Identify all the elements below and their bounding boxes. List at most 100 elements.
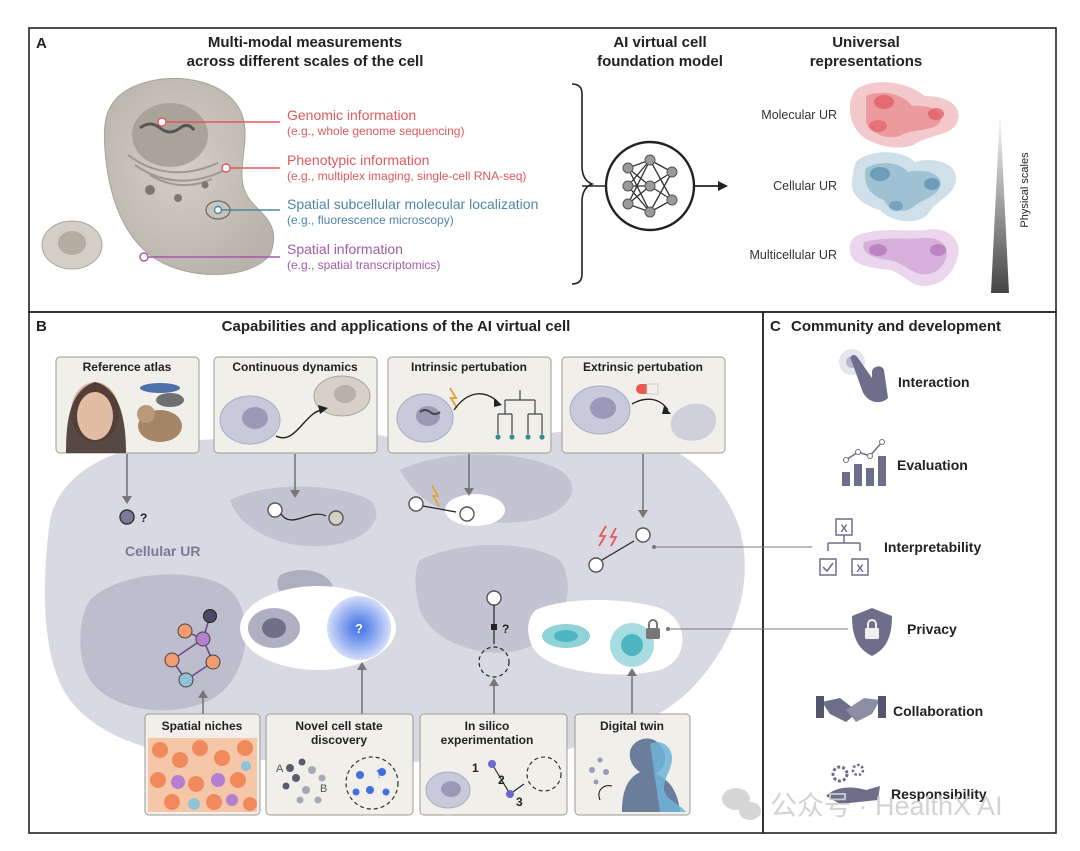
cluster-b-label: B xyxy=(320,783,327,795)
panel-b-letter: B xyxy=(36,318,47,335)
card-digital-twin: Digital twin xyxy=(574,713,691,816)
twin-digital-half xyxy=(650,741,686,812)
intrinsic-perturbation-title: Intrinsic pertubation xyxy=(411,360,527,374)
mouse xyxy=(156,393,184,407)
lightning-icon xyxy=(449,387,458,409)
twin-cell-core xyxy=(554,630,578,642)
spatial-title: Spatial information xyxy=(287,241,403,257)
novel-cell-state xyxy=(327,596,391,660)
model-title-line2: foundation model xyxy=(597,53,723,70)
organelle xyxy=(201,181,209,189)
card-novel-cell-state: Novel cell state discovery A B ? xyxy=(265,713,414,816)
dynamics-start-cell xyxy=(267,502,283,518)
novel-state-question-mark: ? xyxy=(355,621,363,636)
spatial-niche-region xyxy=(80,574,246,711)
card-spatial-niches: Spatial niches xyxy=(144,713,261,816)
card-reference-atlas: Reference atlas xyxy=(55,356,200,454)
in-silico-start-cell xyxy=(486,590,502,606)
lineage-tree-icon xyxy=(497,390,543,434)
output-arrowhead xyxy=(718,181,728,191)
lock-icon xyxy=(646,619,660,639)
atlas-question-mark: ? xyxy=(140,511,147,525)
intrinsic-start-cell xyxy=(408,496,424,512)
panel-a: A Multi-modal measurements across differ… xyxy=(36,34,1031,293)
phenotypic-title: Phenotypic information xyxy=(287,152,429,168)
cellular-ur-blob xyxy=(851,152,957,222)
shield-lock-icon xyxy=(852,608,892,656)
watermark-text: 公众号 · HealthX AI xyxy=(770,791,1003,821)
lightning-icon xyxy=(598,525,618,547)
ur-title-line2: representations xyxy=(810,53,923,70)
macaque-head xyxy=(137,405,155,423)
spatial-marker xyxy=(139,252,149,262)
interaction-label: Interaction xyxy=(898,374,970,390)
subcellular-example: (e.g., fluorescence microscopy) xyxy=(287,213,454,227)
landscape-region xyxy=(230,486,377,547)
subcellular-title: Spatial subcellular molecular localizati… xyxy=(287,196,538,212)
privacy-label: Privacy xyxy=(907,621,957,637)
nucleus xyxy=(132,103,208,167)
check-icon xyxy=(822,562,834,573)
wechat-icon xyxy=(722,788,761,820)
physical-scales-label: Physical scales xyxy=(1019,152,1031,228)
atlas-query-cell xyxy=(119,509,135,525)
small-cell-nucleus xyxy=(58,231,86,255)
evaluation-label: Evaluation xyxy=(897,457,968,473)
subcellular-marker xyxy=(213,205,223,215)
molecular-ur-label: Molecular UR xyxy=(761,108,837,122)
phenotypic-example: (e.g., multiplex imaging, single-cell RN… xyxy=(287,169,526,183)
neural-network-icon xyxy=(604,140,696,232)
panel-b-title: Capabilities and applications of the AI … xyxy=(222,318,571,335)
cellular-ur-map-label: Cellular UR xyxy=(125,543,200,559)
genomic-title: Genomic information xyxy=(287,107,416,123)
brace xyxy=(571,83,595,285)
extrinsic-perturbation-title: Extrinsic pertubation xyxy=(583,360,703,374)
extrinsic-end-cell xyxy=(635,527,651,543)
dna-strand xyxy=(139,122,196,134)
human-skin xyxy=(77,392,113,440)
reference-atlas-title: Reference atlas xyxy=(83,360,172,374)
landscape-region xyxy=(400,454,573,523)
novel-cluster-outline xyxy=(345,756,399,810)
privacy-connector-dot xyxy=(666,627,670,631)
dynamics-end-cell xyxy=(328,510,344,526)
organelle xyxy=(174,194,182,202)
physical-scale-wedge xyxy=(991,110,1009,293)
continuous-dynamics-title: Continuous dynamics xyxy=(232,360,358,374)
step-3-label: 3 xyxy=(516,795,523,809)
genomic-example: (e.g., whole genome sequencing) xyxy=(287,124,464,138)
multicellular-ur-label: Multicellular UR xyxy=(749,248,837,262)
model-title-line1: AI virtual cell xyxy=(613,34,706,51)
watermark: 公众号 · HealthX AI xyxy=(722,788,1003,821)
spatial-niche-graph xyxy=(164,609,221,688)
in-silico-title-line2: experimentation xyxy=(441,733,534,747)
panel-c-frame xyxy=(762,311,1057,834)
responsibility-label: Responsibility xyxy=(891,786,987,802)
hand-touch-icon xyxy=(839,349,888,403)
step-1-label: 1 xyxy=(472,761,479,775)
er-membranes xyxy=(127,154,224,187)
card-continuous-dynamics: Continuous dynamics xyxy=(213,356,378,454)
tree-leaf-x: X xyxy=(856,563,864,575)
in-silico-title-line1: In silico xyxy=(465,719,510,733)
measurements-title-line2: across different scales of the cell xyxy=(187,53,424,70)
interpretability-connector-dot xyxy=(652,545,656,549)
step-2-cell xyxy=(506,790,514,798)
in-silico-question-mark: ? xyxy=(502,622,509,636)
dynamics-arrowhead xyxy=(318,405,328,414)
novel-state-title-line2: discovery xyxy=(311,733,367,747)
twin-silhouette xyxy=(622,738,680,812)
dynamics-arrow xyxy=(275,409,323,439)
zebrafish xyxy=(140,383,180,393)
step-2-label: 2 xyxy=(498,773,505,787)
panel-c: C Community and development Interaction … xyxy=(652,318,1001,804)
twin-cell-core xyxy=(621,634,643,656)
pill-icon xyxy=(636,383,659,395)
card-in-silico: In silico experimentation 1 2 3 xyxy=(419,713,568,816)
in-silico-step-marker xyxy=(491,624,497,630)
spatial-niches-title: Spatial niches xyxy=(162,719,243,733)
handshake-icon xyxy=(816,696,886,722)
phenotypic-marker xyxy=(221,163,231,173)
card-intrinsic-perturbation: Intrinsic pertubation xyxy=(387,356,552,454)
